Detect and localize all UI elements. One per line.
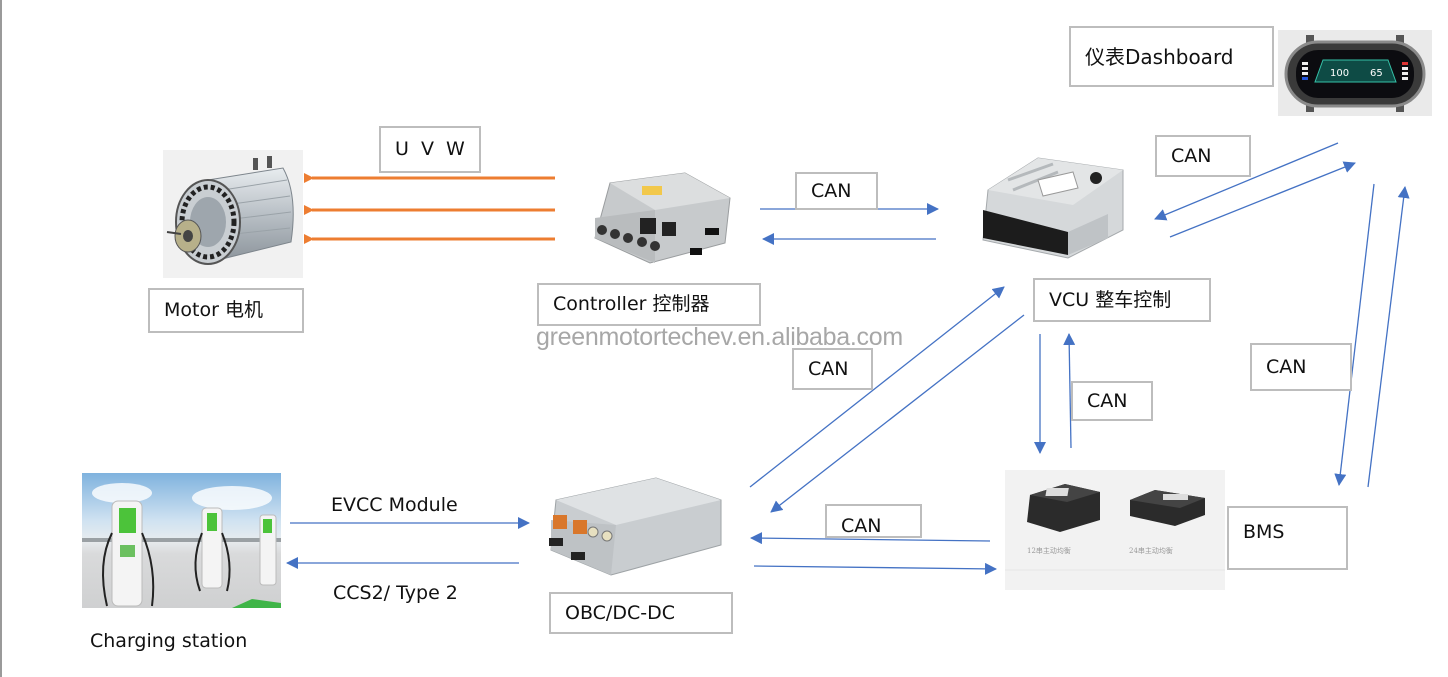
charging-station-image	[82, 473, 281, 608]
charging-station-icon	[82, 483, 281, 608]
electric-motor-icon	[166, 156, 294, 265]
instrument-cluster-icon: 100 65	[1284, 35, 1426, 112]
can-label-vcu-bms: CAN	[1071, 381, 1153, 421]
can-label-obc-vcu: CAN	[792, 348, 873, 390]
watermark-text: greenmotortechev.en.alibaba.com	[536, 323, 903, 351]
uvw-label: U V W	[379, 126, 481, 173]
can-arrow-dashboard-to-vcu	[1154, 142, 1339, 221]
ccs2-type2-label: CCS2/ Type 2	[333, 582, 458, 604]
obc-image	[531, 470, 735, 586]
vcu-image	[978, 150, 1124, 260]
can-label-controller-vcu: CAN	[795, 172, 878, 210]
bms-image: 12串主动均衡 24串主动均衡	[1005, 470, 1225, 590]
bms-caption-24s: 24串主动均衡	[1129, 547, 1173, 555]
obc-dcdc-icon	[549, 477, 722, 576]
vcu-ecu-icon	[982, 157, 1124, 259]
can-arrow-vcu-to-dashboard	[1169, 161, 1356, 238]
motor-controller-icon	[594, 172, 731, 264]
dashboard-image: 100 65	[1278, 30, 1432, 116]
dashboard-label: 仪表Dashboard	[1069, 26, 1274, 87]
can-arrow-bms-to-obc	[750, 532, 991, 545]
can-label-bms-obc: CAN	[825, 504, 922, 538]
can-arrow-bms-to-dashboard	[1367, 186, 1410, 488]
can-arrow-vcu-to-obc	[770, 314, 1025, 513]
uvw-power-lines	[304, 173, 555, 244]
motor-image	[163, 150, 303, 278]
evcc-module-label: EVCC Module	[331, 494, 458, 516]
charging-station-label: Charging station	[90, 630, 248, 652]
dashboard-speed-right: 65	[1370, 68, 1383, 79]
can-label-vcu-dashboard: CAN	[1155, 135, 1251, 177]
page-left-border	[0, 0, 2, 677]
vcu-label: VCU 整车控制	[1033, 278, 1211, 322]
bms-label: BMS	[1227, 506, 1348, 570]
bms-caption-12s: 12串主动均衡	[1027, 547, 1071, 555]
controller-image	[590, 168, 735, 268]
can-arrow-bms-to-vcu	[1063, 333, 1076, 449]
can-label-dashboard-bms: CAN	[1250, 343, 1352, 391]
dashboard-speed-left: 100	[1330, 68, 1349, 79]
can-arrow-obc-to-bms	[753, 562, 997, 575]
obc-label: OBC/DC-DC	[549, 592, 733, 634]
controller-label: Controller 控制器	[537, 283, 761, 326]
motor-label: Motor 电机	[148, 288, 304, 333]
can-arrow-obc-to-vcu	[749, 286, 1005, 488]
bms-modules-icon	[1005, 484, 1225, 571]
can-arrow-dashboard-to-bms	[1334, 183, 1375, 486]
